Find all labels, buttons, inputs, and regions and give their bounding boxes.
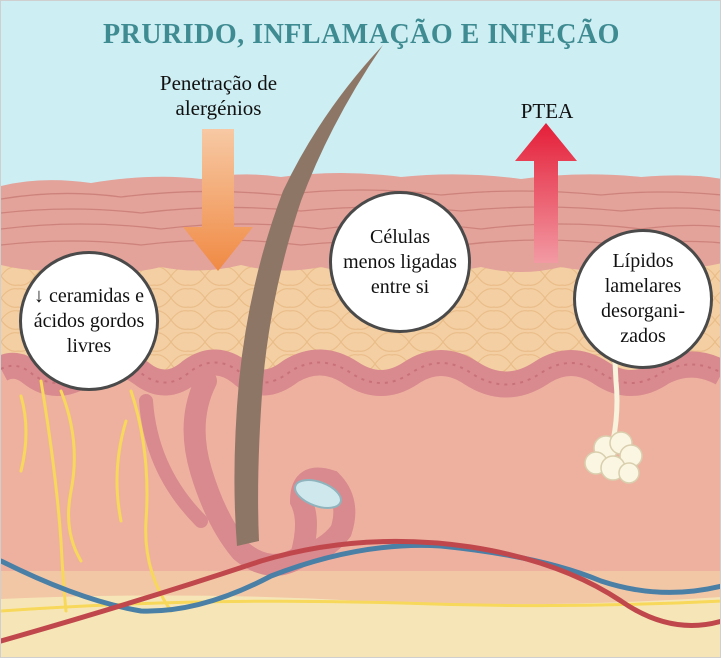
cells-line2: menos ligadas [343, 250, 457, 275]
lipids-line3: desorgani- [601, 299, 685, 324]
lipids-line1: Lípidos [601, 249, 685, 274]
cells-line3: entre si [343, 275, 457, 300]
lipids-callout: Lípidos lamelares desorgani- zados [573, 229, 713, 369]
diagram-title: PRURIDO, INFLAMAÇÃO E INFEÇÃO [1, 19, 721, 51]
ceramides-line1: ↓ ceramidas e [34, 284, 145, 309]
cells-callout: Células menos ligadas entre si [329, 191, 471, 333]
ceramides-callout: ↓ ceramidas e ácidos gordos livres [19, 251, 159, 391]
lipids-line4: zados [601, 324, 685, 349]
allergen-label-line1: Penetração de [131, 71, 306, 96]
ceramides-line3: livres [34, 334, 145, 359]
allergen-penetration-label: Penetração de alergénios [131, 71, 306, 121]
lipids-line2: lamelares [601, 274, 685, 299]
cells-line1: Células [343, 225, 457, 250]
ptea-label: PTEA [509, 99, 585, 124]
allergen-label-line2: alergénios [131, 96, 306, 121]
ceramides-line2: ácidos gordos [34, 309, 145, 334]
